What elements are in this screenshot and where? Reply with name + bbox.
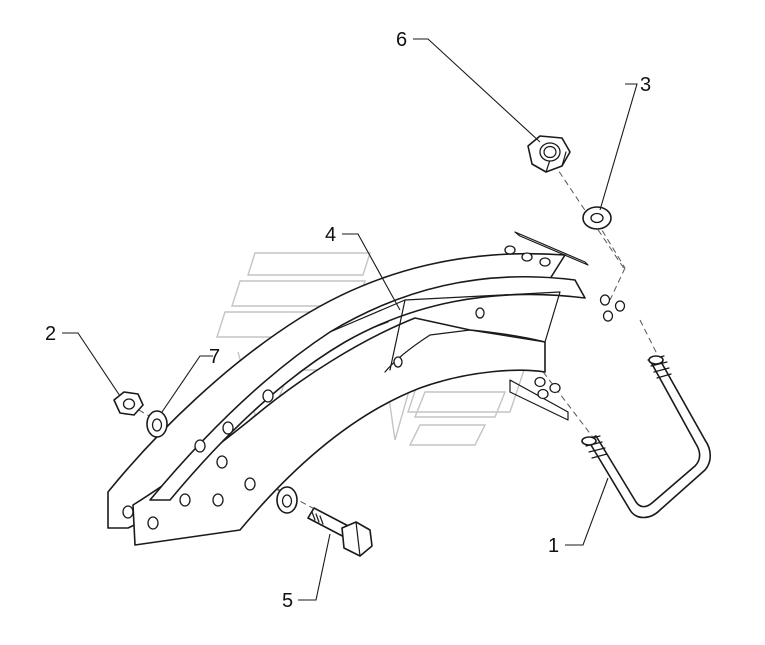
u-bolt — [581, 355, 712, 519]
washer-part-3 — [582, 206, 612, 230]
hex-nut-part-6 — [527, 135, 571, 173]
callout-6: 6 — [396, 29, 407, 51]
washer-part-7-second — [276, 486, 298, 514]
callout-3: 3 — [640, 74, 651, 96]
callout-2: 2 — [45, 323, 56, 345]
hex-nut-part-2 — [113, 391, 144, 416]
callout-4: 4 — [325, 224, 336, 246]
callout-labels: 1 2 3 4 5 6 7 — [45, 29, 651, 612]
washer-part-7 — [146, 410, 168, 438]
callout-7: 7 — [209, 346, 220, 368]
hex-bolt-part-5 — [307, 507, 373, 557]
callout-5: 5 — [282, 590, 293, 612]
bracket-assembly — [107, 231, 626, 546]
callout-1: 1 — [548, 535, 559, 557]
callout-leaders — [62, 38, 638, 601]
